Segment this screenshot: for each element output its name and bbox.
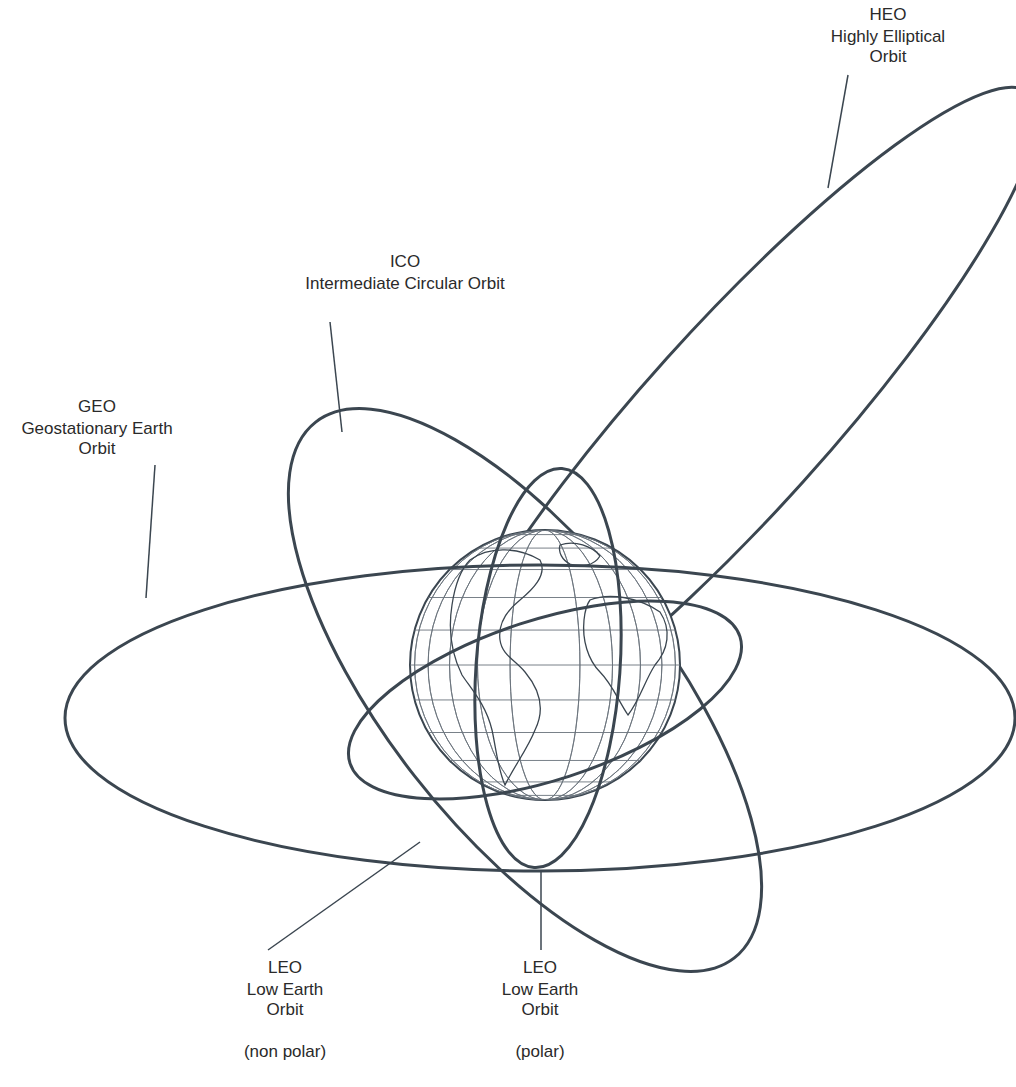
leader-line <box>146 465 155 598</box>
leo-polar-orbit <box>462 463 634 872</box>
orbit-name: Low Earth Orbit <box>240 980 330 1020</box>
orbit-abbrev: HEO <box>848 5 928 25</box>
leader-line <box>540 870 542 950</box>
leader-line <box>828 75 848 188</box>
leader-lines <box>146 75 848 950</box>
orbits <box>205 31 1016 1044</box>
earth-globe <box>410 530 680 800</box>
orbit-name: Intermediate Circular Orbit <box>305 274 505 294</box>
orbit-note: (non polar) <box>225 1042 345 1062</box>
orbit-name: Highly Elliptical Orbit <box>818 27 958 67</box>
orbit-name: Low Earth Orbit <box>495 980 585 1020</box>
orbit-name: Geostationary Earth Orbit <box>7 419 187 459</box>
orbit-abbrev: LEO <box>500 958 580 978</box>
orbit-abbrev: ICO <box>365 252 445 272</box>
leader-line <box>268 842 420 950</box>
globe-grid <box>410 530 680 800</box>
geo-orbit <box>65 565 1015 871</box>
orbit-note: (polar) <box>490 1042 590 1062</box>
leader-line <box>330 322 342 432</box>
orbit-abbrev: LEO <box>245 958 325 978</box>
orbit-abbrev: GEO <box>57 397 137 417</box>
leo-nonpolar-orbit <box>325 561 764 840</box>
ico-orbit <box>205 336 844 1044</box>
orbits-front <box>65 463 1015 872</box>
